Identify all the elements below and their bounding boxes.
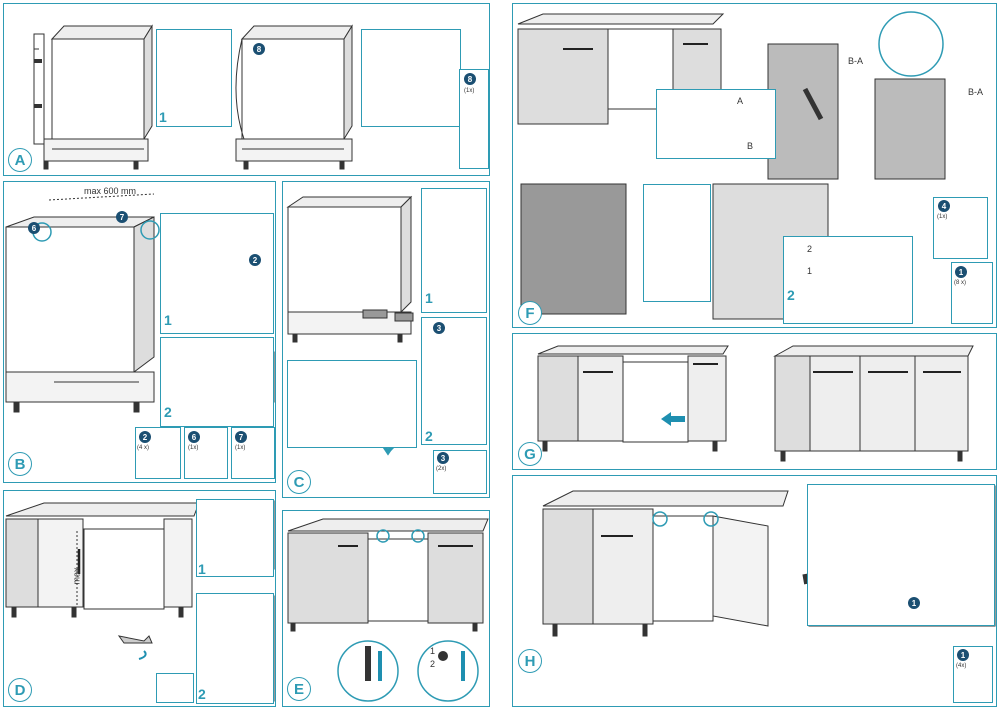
- part-badge-icon: 3: [437, 452, 449, 464]
- substep-number: 1: [198, 561, 206, 577]
- panel-e-drawing: [287, 518, 489, 702]
- label-b-a: B-A: [848, 56, 864, 66]
- screwdriver-inset-2: [421, 317, 487, 445]
- panel-g-drawing: [537, 345, 974, 462]
- panel-a: 1 8 8 (1x) A: [3, 3, 490, 176]
- part-badge-icon: 1: [955, 266, 967, 278]
- hinge-screw-zoom-inset: [807, 484, 995, 626]
- part-badge-icon: 7: [235, 431, 247, 443]
- max-height-label: max: [71, 567, 82, 585]
- part-qty: (2x): [436, 466, 447, 472]
- hinge-zoom-inset: [656, 89, 776, 159]
- panel-h: 1 1 (4x) H: [512, 475, 997, 707]
- part-badge-icon: 1: [908, 597, 920, 609]
- panel-e: 2 1 E: [282, 510, 490, 707]
- part-badge-icon: 4: [938, 200, 950, 212]
- label-b: B: [747, 141, 754, 151]
- panel-b: max 600 mm 1 2 6 7 2 2 (4 x) 6 (1x) 7 (1…: [3, 181, 276, 483]
- step-h-label: H: [518, 649, 542, 673]
- part-qty: (1x): [235, 445, 246, 451]
- panel-f-drawing: [517, 11, 946, 320]
- part-badge-icon: 3: [433, 322, 445, 334]
- step-number: 2: [807, 244, 813, 254]
- part-inset-bracket-7: [231, 427, 275, 479]
- step-c-label: C: [287, 470, 311, 494]
- panel-d: max 1 2 D: [3, 490, 276, 707]
- part-qty: (1x): [188, 445, 199, 451]
- panel-c: 1 2 3 3 (2x) C: [282, 181, 490, 498]
- part-badge-icon: 6: [28, 222, 40, 234]
- part-badge-icon: 1: [957, 649, 969, 661]
- step-number: 1: [430, 646, 436, 656]
- label-b-a: B-A: [968, 87, 984, 97]
- screw-mount-inset: [783, 236, 913, 324]
- step-number: 2: [430, 659, 436, 669]
- door-detail-inset: [361, 29, 461, 127]
- panel-g: G: [512, 333, 997, 470]
- step-d-label: D: [8, 678, 32, 702]
- step-a-label: A: [8, 148, 32, 172]
- step-e-label: E: [287, 677, 311, 701]
- substep-number: 2: [198, 686, 206, 702]
- leg-adjust-inset-1: [196, 499, 274, 577]
- step-f-label: F: [518, 301, 542, 325]
- panel-f: A B B-A B-A 2 2 1 4 (1x) 1 (8 x) F: [512, 3, 997, 328]
- bracket-fit-inset-1: [160, 213, 274, 334]
- max-width-label: max 600 mm: [84, 186, 137, 196]
- part-qty: (4 x): [137, 445, 149, 451]
- substep-number: 1: [164, 312, 172, 328]
- bracket-fit-inset-2: [160, 337, 274, 427]
- leg-adjust-inset-2: [196, 593, 274, 704]
- part-inset-a: [459, 69, 489, 169]
- part-badge-icon: 8: [464, 73, 476, 85]
- substep-number: 2: [425, 428, 433, 444]
- part-qty: (4x): [956, 663, 967, 669]
- step-g-label: G: [518, 442, 542, 466]
- part-qty: (1x): [937, 214, 948, 220]
- substep-number: 1: [159, 109, 167, 125]
- part-badge-icon: 2: [139, 431, 151, 443]
- part-qty: (1x): [464, 88, 475, 94]
- part-badge-icon: 2: [249, 254, 261, 266]
- part-badge-icon: 6: [188, 431, 200, 443]
- part-qty: (8 x): [954, 280, 966, 286]
- gasket-inset: [156, 29, 232, 127]
- wrench-part-inset: [156, 673, 194, 703]
- label-a: A: [737, 96, 744, 106]
- base-detail-inset: [287, 360, 417, 448]
- substep-number: 2: [164, 404, 172, 420]
- substep-number: 2: [787, 287, 795, 303]
- substep-number: 1: [425, 290, 433, 306]
- part-badge-icon: 8: [253, 43, 265, 55]
- step-b-label: B: [8, 452, 32, 476]
- part-badge-icon: 7: [116, 211, 128, 223]
- hinge-mount-inset: [643, 184, 711, 302]
- step-number: 1: [807, 266, 813, 276]
- screwdriver-inset-1: [421, 188, 487, 313]
